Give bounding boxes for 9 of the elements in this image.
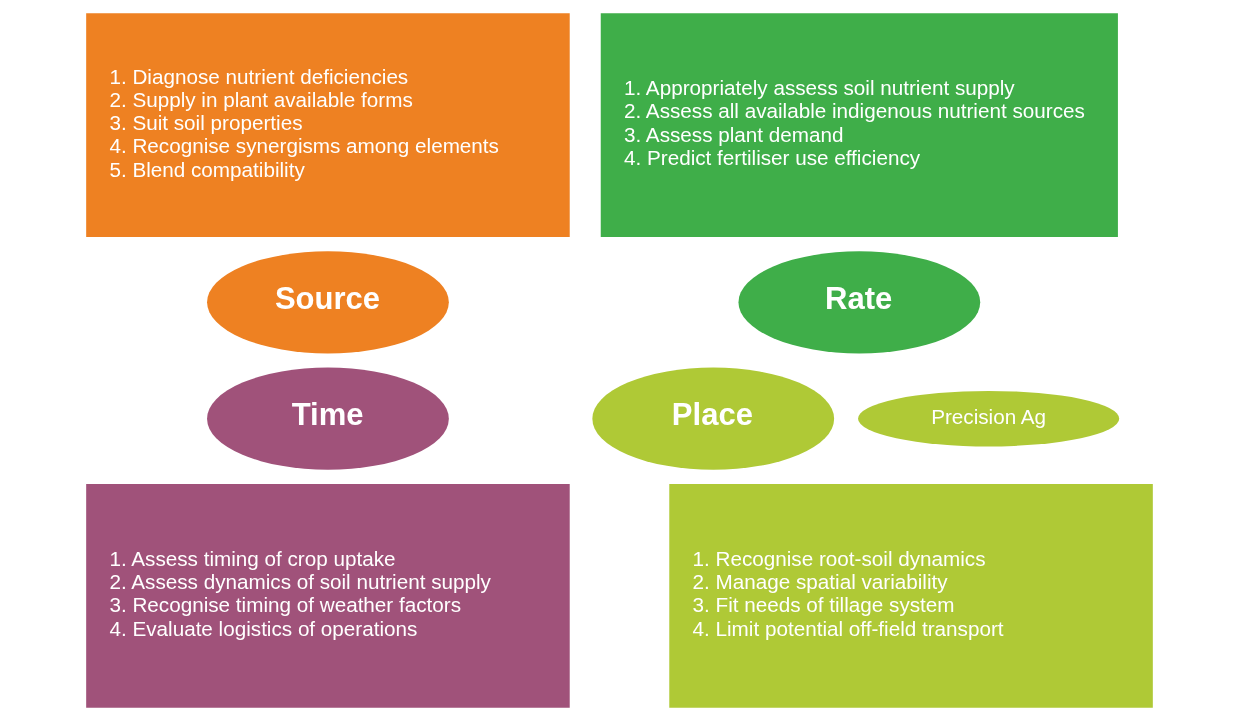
node-box: 1. Recognise root-soil dynamics 2. Manage spatial variability 3. Fit needs of tillage system 4. Limit potential off-field transport — [669, 483, 1153, 708]
node-box: 1. Diagnose nutrient deficiencies 2. Supply in plant available forms 3. Suit soil properties 4. Recognise synergisms among elements 5. Blend compatibility — [86, 13, 570, 238]
node-ellipse: Place — [592, 367, 835, 470]
node-ellipse: Time — [207, 367, 449, 470]
node-ellipse: Rate — [738, 251, 981, 354]
node-ellipse: Source — [207, 251, 449, 354]
node-ellipse: Precision Ag — [858, 390, 1120, 447]
node-box: 1. Assess timing of crop uptake 2. Assess dynamics of soil nutrient supply 3. Recognise timing of weather factors 4. Evaluate logistics of operations — [86, 483, 570, 708]
node-box: 1. Appropriately assess soil nutrient supply 2. Assess all available indigenous nutrient sources 3. Assess plant demand 4. Predict fertiliser use efficiency — [600, 13, 1118, 238]
